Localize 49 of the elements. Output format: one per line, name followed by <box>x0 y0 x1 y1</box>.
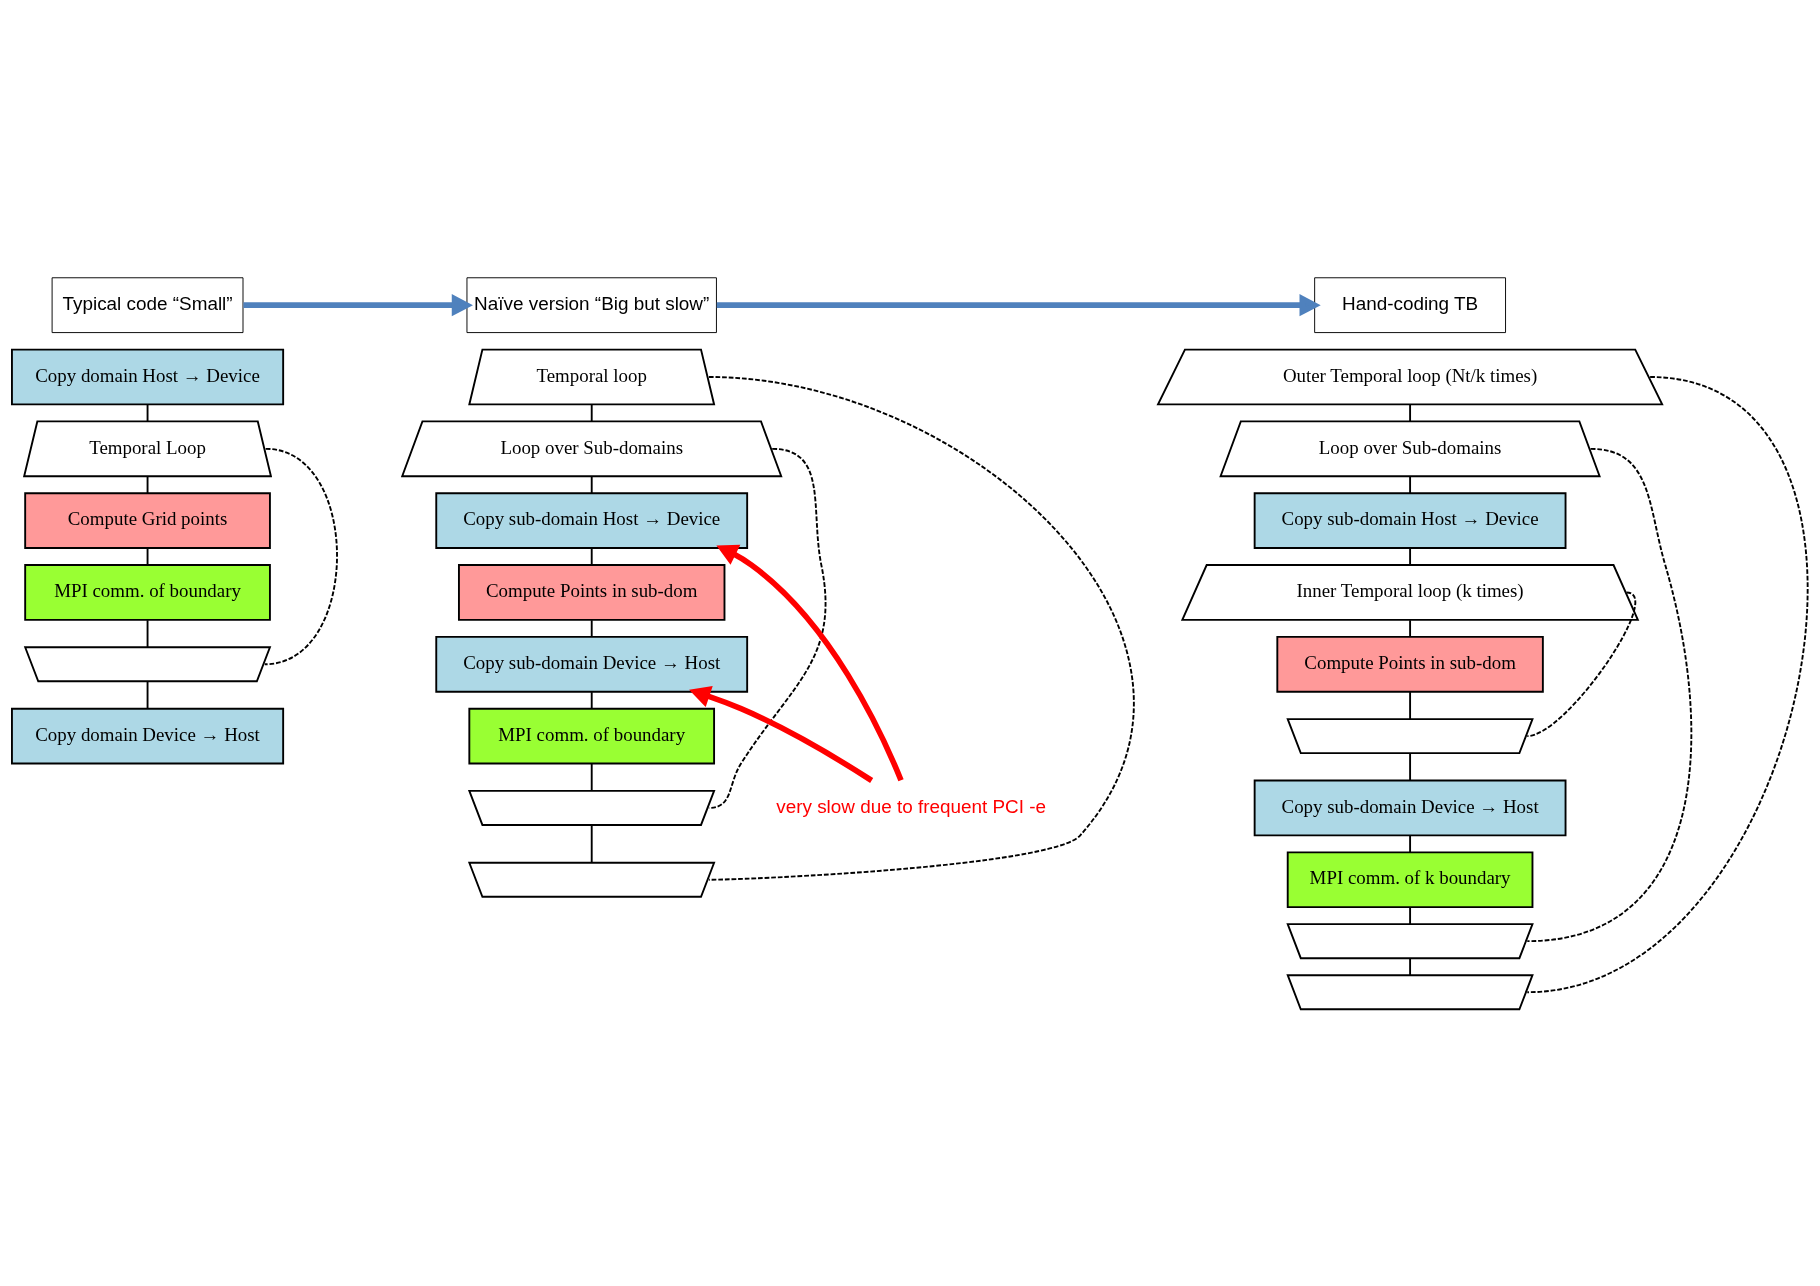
connector <box>590 823 593 864</box>
connector <box>590 475 593 494</box>
node-box: Copy domain Host → Device <box>11 348 285 405</box>
node-box: MPI comm. of boundary <box>468 707 716 764</box>
node-box <box>467 861 716 898</box>
connector <box>1409 618 1412 638</box>
arrow <box>716 293 1321 316</box>
node-box <box>1286 922 1534 959</box>
connector <box>146 680 149 710</box>
connector <box>707 375 1134 881</box>
connector <box>1409 547 1412 566</box>
node-box: Compute Points in sub-dom <box>458 563 726 621</box>
connector <box>1526 375 1809 993</box>
node-box: Copy sub-domain Device → Host <box>1253 779 1567 836</box>
connector <box>1526 447 1693 942</box>
connector <box>590 618 593 638</box>
arrow <box>716 544 904 781</box>
connector <box>1409 834 1412 853</box>
node-box: Naïve version “Big but slow” <box>466 276 717 333</box>
connector <box>1409 690 1412 720</box>
connector <box>1409 751 1412 781</box>
connector <box>263 447 338 665</box>
node-box: Copy domain Device → Host <box>11 707 285 764</box>
node-box: Typical code “Small” <box>51 276 244 333</box>
connector <box>1409 475 1412 494</box>
node-box: MPI comm. of boundary <box>24 563 271 621</box>
connector <box>1409 905 1412 925</box>
node-box: Copy sub-domain Host → Device <box>1253 491 1567 549</box>
connector <box>1526 591 1637 737</box>
node-box <box>1286 973 1534 1010</box>
connector <box>590 762 593 792</box>
connector <box>590 403 593 422</box>
node-box: Copy sub-domain Host → Device <box>435 491 749 549</box>
arrow <box>243 293 473 316</box>
connector <box>146 618 149 648</box>
node-box: MPI comm. of k boundary <box>1286 850 1534 908</box>
node-box <box>1286 717 1534 754</box>
node-box <box>23 645 272 682</box>
connector <box>1409 956 1412 976</box>
connector <box>1409 403 1412 422</box>
node-box: Compute Grid points <box>24 491 271 549</box>
connector <box>590 547 593 566</box>
node-box: Copy sub-domain Device → Host <box>435 635 749 693</box>
connector <box>590 690 593 709</box>
node-box <box>467 789 716 826</box>
arrow <box>689 685 874 783</box>
node-text: very slow due to frequent PCI -e <box>776 795 1047 817</box>
node-box: Hand-coding TB <box>1314 276 1506 333</box>
node-box: Compute Points in sub-dom <box>1276 635 1544 693</box>
